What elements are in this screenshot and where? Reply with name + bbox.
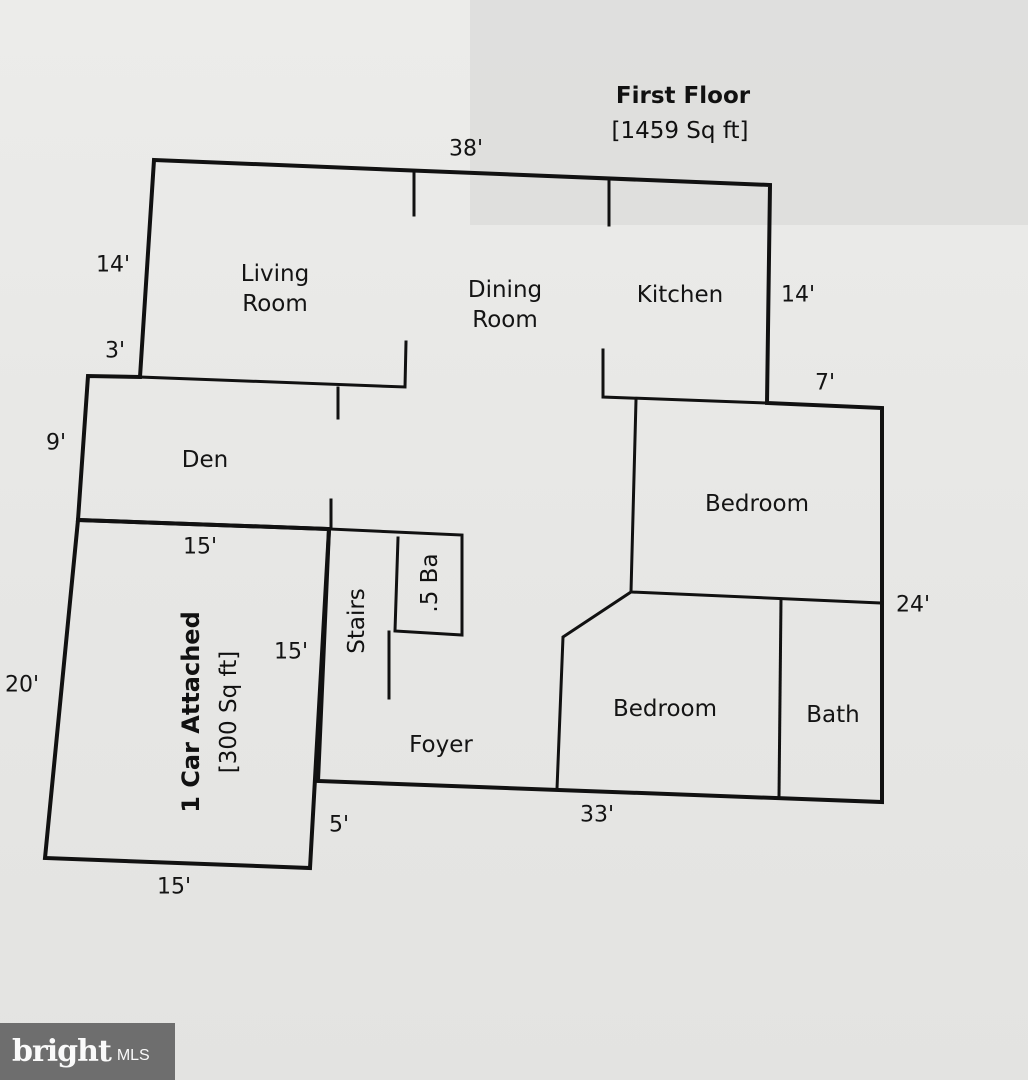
living-room-wall bbox=[138, 340, 408, 389]
dimension-left-total: 20' bbox=[4, 672, 40, 698]
stairs-wall bbox=[327, 527, 464, 637]
plan-area: [1459 Sq ft] bbox=[611, 118, 749, 144]
plan-title: First Floor bbox=[615, 83, 751, 109]
exterior-wall bbox=[75, 157, 884, 805]
dimension-step-left: 3' bbox=[104, 338, 126, 364]
dimension-garage-bottom: 15' bbox=[156, 874, 192, 900]
kitchen-wall bbox=[601, 348, 769, 405]
watermark-brand: bright bbox=[12, 1034, 112, 1069]
dimension-living-depth: 14' bbox=[95, 252, 131, 278]
den-label: Den bbox=[181, 447, 229, 474]
garage-wall bbox=[42, 517, 332, 871]
living-room-label: Living Room bbox=[240, 261, 310, 317]
bright-mls-watermark: bright MLS bbox=[0, 1023, 175, 1080]
watermark-suffix: MLS bbox=[116, 1046, 150, 1064]
bath-label: Bath bbox=[806, 702, 860, 729]
garage-area-label: [300 Sq ft] bbox=[216, 650, 242, 774]
dimension-bottom-width: 33' bbox=[579, 802, 615, 828]
dimension-kitchen-depth: 14' bbox=[780, 282, 816, 308]
dimension-den-depth: 9' bbox=[45, 430, 67, 456]
bedroom-wall bbox=[555, 589, 634, 791]
kitchen-label: Kitchen bbox=[636, 282, 724, 309]
dining-room-label: Dining Room bbox=[467, 277, 543, 333]
half-bath-label: .5 Ba bbox=[417, 553, 443, 613]
dimension-garage-inner: 15' bbox=[273, 639, 309, 665]
paper-shading bbox=[470, 0, 1028, 225]
bedroom-lower-label: Bedroom bbox=[612, 696, 718, 723]
dimension-step-right: 7' bbox=[814, 370, 836, 396]
bedroom-upper-label: Bedroom bbox=[704, 491, 810, 518]
dimension-garage-top: 15' bbox=[182, 534, 218, 560]
dimension-top-width: 38' bbox=[448, 136, 484, 162]
bath-wall bbox=[777, 597, 783, 799]
foyer-label: Foyer bbox=[409, 732, 473, 759]
stairs-label: Stairs bbox=[344, 588, 370, 654]
garage-label: 1 Car Attached bbox=[177, 611, 205, 813]
dimension-foyer-step: 5' bbox=[328, 812, 350, 838]
dimension-right-depth: 24' bbox=[895, 592, 931, 618]
